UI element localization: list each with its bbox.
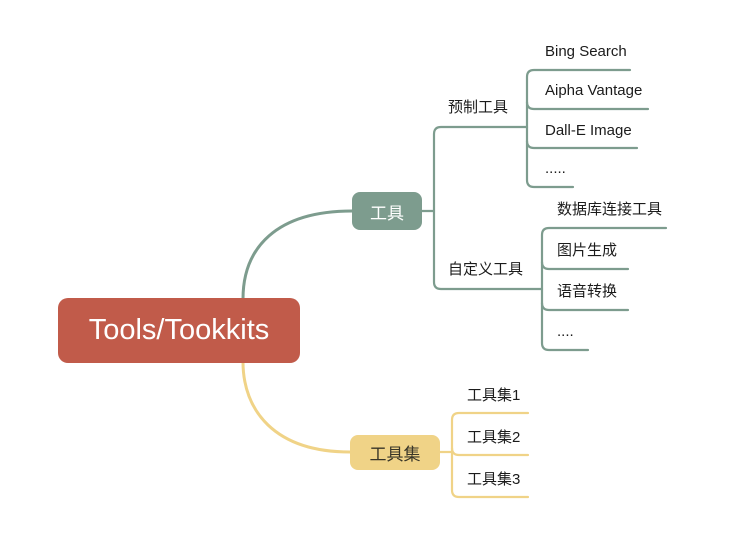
edge-toolkit-to-set1 [450,411,530,454]
edge-tools-to-custom [432,209,544,291]
edge-toolkit-to-set2 [450,446,530,457]
edge-custom-to-dots [540,287,590,352]
topic-dalle-image[interactable]: Dall-E Image [545,122,632,139]
topic-toolset-3[interactable]: 工具集3 [467,471,521,488]
edge-root-to-toolkit [241,360,352,454]
root-node[interactable]: Tools/Tookkits [58,298,300,363]
topic-bing-search[interactable]: Bing Search [545,43,627,60]
topic-toolset-1[interactable]: 工具集1 [467,387,521,404]
topic-aipha-vantage[interactable]: Aipha Vantage [545,82,643,99]
branch-node-toolkit[interactable]: 工具集 [350,435,440,470]
edge-prebuilt-to-aipha [525,100,650,111]
edge-prebuilt-to-bing [525,68,632,129]
topic-database-connector[interactable]: 数据库连接工具 [557,201,663,218]
topic-voice-conversion[interactable]: 语音转换 [557,283,618,300]
edge-custom-to-image-gen [540,260,630,271]
branch-node-tools[interactable]: 工具 [352,192,422,230]
edge-custom-to-database [540,226,668,291]
edge-toolkit-to-set3 [450,450,530,499]
edge-prebuilt-to-dots [525,125,575,189]
edge-tools-to-prebuilt [420,125,529,213]
edge-prebuilt-to-dalle [525,139,639,150]
topic-custom-tools[interactable]: 自定义工具 [448,261,524,278]
topic-toolset-2[interactable]: 工具集2 [467,429,521,446]
topic-image-generation[interactable]: 图片生成 [557,242,618,259]
topic-prebuilt-tools[interactable]: 预制工具 [448,99,509,116]
edge-custom-to-voice [540,301,630,312]
topic-custom-ellipsis[interactable]: .... [557,323,574,340]
edge-root-to-tools [241,209,354,301]
topic-prebuilt-ellipsis[interactable]: ..... [545,160,566,177]
